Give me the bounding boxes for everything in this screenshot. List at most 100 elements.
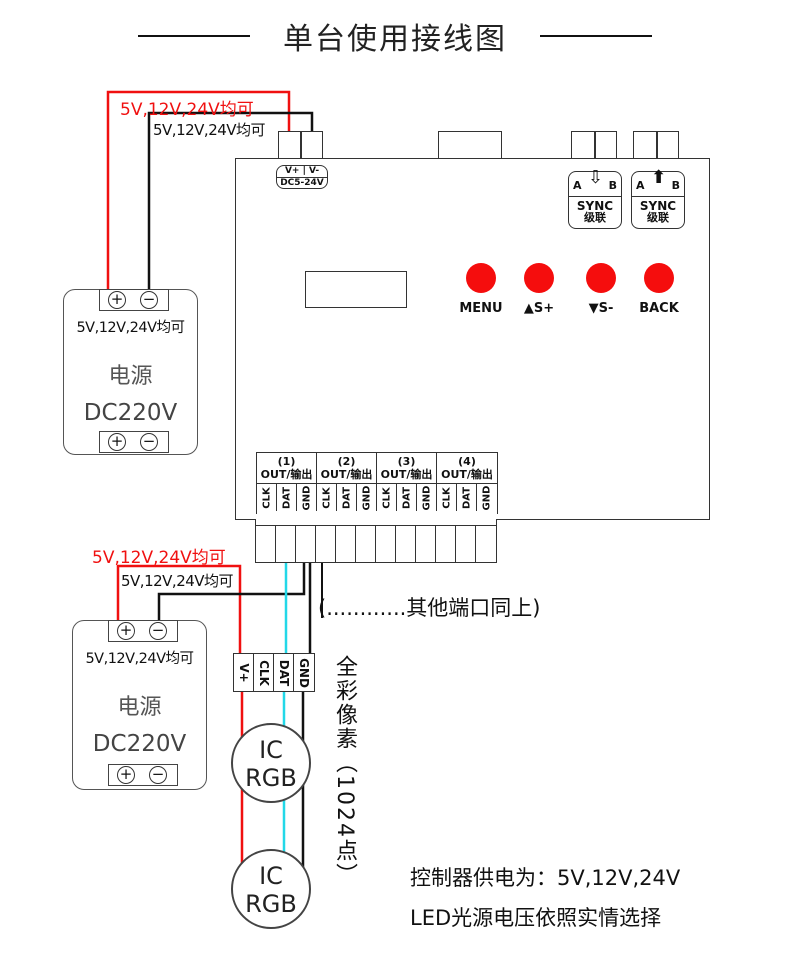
- minus-icon: −: [140, 291, 158, 309]
- terminal-3-dat[interactable]: [396, 525, 416, 563]
- rgb-pixel-2: IC RGB: [231, 849, 311, 929]
- back-button[interactable]: [644, 263, 674, 293]
- pixel-rgb-label: RGB: [245, 890, 297, 918]
- bottom-positive-label: 5V,12V,24V均可: [92, 548, 226, 568]
- terminal-1-clk[interactable]: [256, 525, 276, 563]
- controller-power-note: 控制器供电为：5V,12V,24V: [410, 866, 681, 890]
- psu1-input-terminal[interactable]: + −: [99, 431, 169, 453]
- terminal-4-gnd[interactable]: [476, 525, 496, 563]
- terminal-2-gnd[interactable]: [356, 525, 376, 563]
- terminal-divider: [300, 132, 302, 158]
- bottom-negative-label: 5V,12V,24V均可: [121, 572, 234, 590]
- output-label-panel: (1)OUT/输出 (2)OUT/输出 (3)OUT/输出 (4)OUT/输出 …: [256, 452, 498, 514]
- arrow-up-filled-icon: ⬆: [651, 167, 667, 188]
- power-supply-1: + − 5V,12V,24V均可 电源 DC220V + −: [63, 289, 198, 455]
- sync-out-text: SYNC: [639, 199, 677, 213]
- led-voltage-note: LED光源电压依照实情选择: [410, 906, 662, 930]
- output-3-clk: CLK: [377, 483, 397, 511]
- output-3-dat: DAT: [397, 483, 417, 511]
- terminal-4-dat[interactable]: [456, 525, 476, 563]
- plus-icon: +: [117, 622, 135, 640]
- sync-in-text: SYNC: [576, 199, 614, 213]
- led-pin-vplus: V+: [234, 654, 254, 692]
- output-1-dat: DAT: [277, 483, 297, 511]
- menu-button-label: MENU: [459, 301, 503, 316]
- output-4-header: (4)OUT/输出: [441, 455, 493, 481]
- pixel-rgb-label: RGB: [245, 764, 297, 792]
- terminal-3-clk[interactable]: [376, 525, 396, 563]
- led-pin-gnd: GND: [297, 658, 311, 688]
- sync-in-terminal[interactable]: [571, 131, 617, 159]
- terminal-strip-divider: [256, 525, 496, 527]
- psu1-name: 电源: [108, 364, 153, 389]
- output-1-header: (1)OUT/输出: [257, 453, 317, 483]
- output-terminal-strip[interactable]: [255, 519, 497, 563]
- sync-out-terminal[interactable]: [633, 131, 679, 159]
- wire-psu2-positive: [116, 564, 242, 653]
- menu-button[interactable]: [466, 263, 496, 293]
- output-1-clk: CLK: [257, 483, 277, 511]
- output-3-header: (3)OUT/输出: [377, 453, 437, 483]
- power-input-label: V+ | V- DC5-24V: [276, 165, 328, 189]
- sync-out-label: A ⬆ B SYNC 级联: [631, 167, 685, 229]
- arrow-down-outline-icon: ⇩: [588, 167, 604, 188]
- speed-down-button-label: ▼S-: [588, 301, 614, 316]
- title-rule-left: [138, 35, 250, 37]
- output-4-dat: DAT: [457, 483, 477, 511]
- sync-in-b: B: [608, 179, 617, 192]
- v-minus-label: V-: [309, 166, 320, 176]
- terminal-4-clk[interactable]: [436, 525, 456, 563]
- terminal-2-dat[interactable]: [336, 525, 356, 563]
- usb-port[interactable]: [438, 131, 502, 159]
- terminal-2-clk[interactable]: [316, 525, 336, 563]
- speed-up-button[interactable]: [524, 263, 554, 293]
- output-1-gnd: GND: [297, 483, 317, 511]
- psu2-name: 电源: [117, 695, 162, 720]
- psu2-voltage-label: 5V,12V,24V均可: [85, 651, 194, 667]
- led-connector[interactable]: V+ CLK DAT GND: [233, 653, 315, 692]
- speed-up-button-label: ▲S+: [523, 301, 555, 316]
- title-rule-right: [540, 35, 652, 37]
- psu1-output-terminal[interactable]: + −: [99, 289, 169, 311]
- psu1-input-label: DC220V: [83, 400, 178, 426]
- plus-icon: +: [117, 766, 135, 784]
- terminal-divider: [656, 132, 658, 158]
- lcd-display: [305, 271, 407, 308]
- led-pin-clk: CLK: [254, 654, 274, 692]
- top-positive-label: 5V,12V,24V均可: [120, 100, 254, 120]
- psu1-voltage-label: 5V,12V,24V均可: [76, 320, 185, 336]
- output-4-clk: CLK: [437, 483, 457, 511]
- top-negative-label: 5V,12V,24V均可: [153, 121, 266, 139]
- sync-out-subtext: 级联: [647, 211, 669, 224]
- back-button-label: BACK: [639, 301, 679, 316]
- psu2-input-label: DC220V: [92, 731, 187, 757]
- psu2-output-terminal[interactable]: + −: [108, 620, 178, 642]
- terminal-3-gnd[interactable]: [416, 525, 436, 563]
- power-terminal-block[interactable]: [278, 131, 323, 159]
- other-ports-note: (............其他端口同上): [318, 596, 541, 620]
- output-2-clk: CLK: [317, 483, 337, 511]
- terminal-1-dat[interactable]: [276, 525, 296, 563]
- minus-icon: −: [149, 766, 167, 784]
- output-2-header: (2)OUT/输出: [317, 453, 377, 483]
- pixel-count-label: 全彩像素（1024点）: [332, 655, 357, 887]
- psu2-input-terminal[interactable]: + −: [108, 764, 178, 786]
- pixel-ic-label: IC: [259, 736, 283, 764]
- output-4-gnd: GND: [477, 483, 497, 511]
- plus-icon: +: [108, 433, 126, 451]
- voltage-range-label: DC5-24V: [280, 178, 324, 188]
- wire-psu1-negative: [147, 111, 314, 290]
- speed-down-button[interactable]: [586, 263, 616, 293]
- page-title: 单台使用接线图: [283, 22, 507, 57]
- pixel-ic-label: IC: [259, 862, 283, 890]
- terminal-1-gnd[interactable]: [296, 525, 316, 563]
- minus-icon: −: [149, 622, 167, 640]
- sync-out-b: B: [671, 179, 680, 192]
- plus-icon: +: [108, 291, 126, 309]
- rgb-pixel-1: IC RGB: [231, 723, 311, 803]
- minus-icon: −: [140, 433, 158, 451]
- terminal-divider: [594, 132, 596, 158]
- sync-in-a: A: [573, 179, 582, 192]
- output-2-dat: DAT: [337, 483, 357, 511]
- sync-in-subtext: 级联: [584, 211, 606, 224]
